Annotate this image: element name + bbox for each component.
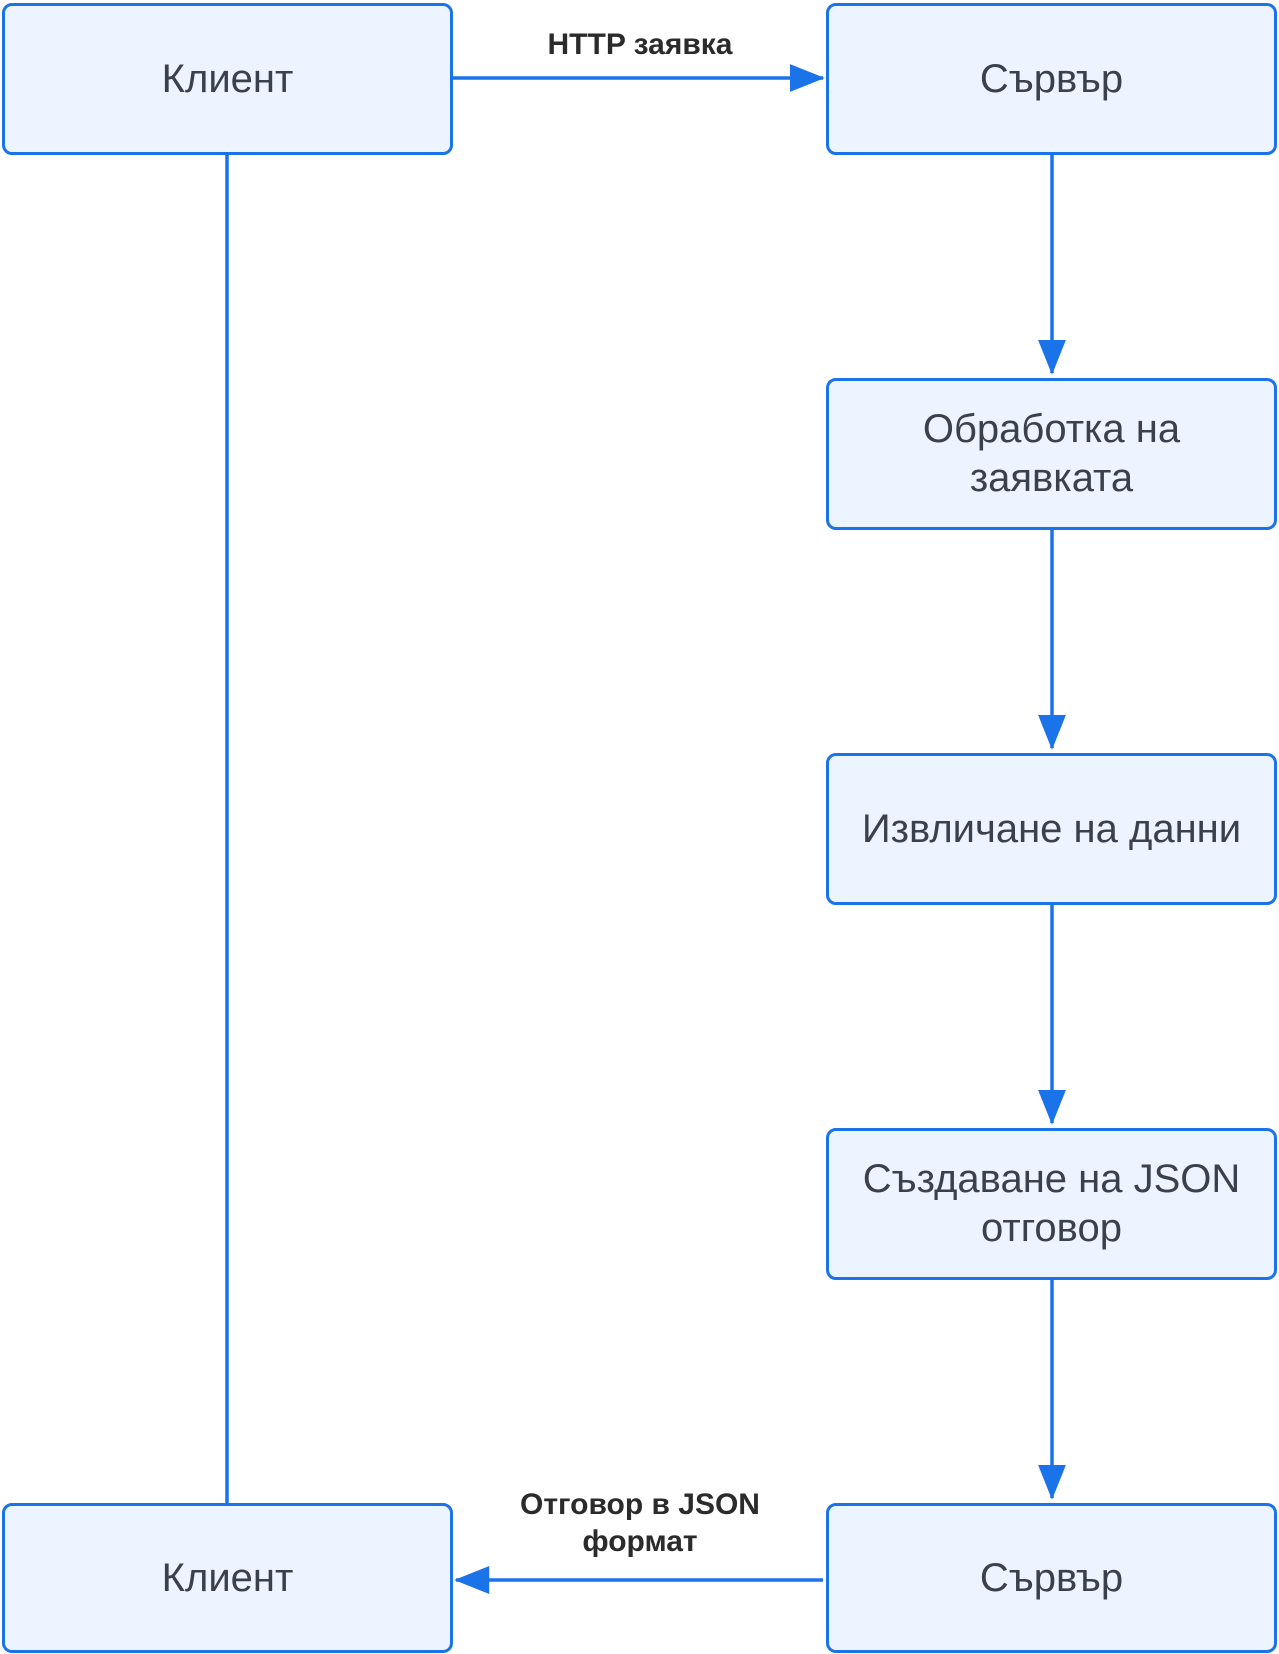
server-node-top-label: Сървър <box>979 56 1124 101</box>
server-node-bottom-label: Сървър <box>979 1555 1124 1600</box>
fetch-data-node[interactable]: Извличане на данни <box>826 753 1277 905</box>
json-response-label: Отговор в JSON формат <box>520 1488 760 1558</box>
client-node-bottom-label: Клиент <box>161 1555 294 1600</box>
client-node-top-label: Клиент <box>161 56 294 101</box>
server-node-bottom[interactable]: Сървър <box>826 1503 1277 1653</box>
client-node-bottom[interactable]: Клиент <box>2 1503 453 1653</box>
server-node-top[interactable]: Сървър <box>826 3 1277 155</box>
create-json-node[interactable]: Създаване на JSON отговор <box>826 1128 1277 1280</box>
fetch-data-label: Извличане на данни <box>861 806 1242 851</box>
process-request-label: Обработка на заявката <box>922 407 1181 500</box>
http-request-label: HTTP заявка <box>500 26 780 63</box>
client-node-top[interactable]: Клиент <box>2 3 453 155</box>
process-request-node[interactable]: Обработка на заявката <box>826 378 1277 530</box>
create-json-label: Създаване на JSON отговор <box>862 1157 1241 1250</box>
